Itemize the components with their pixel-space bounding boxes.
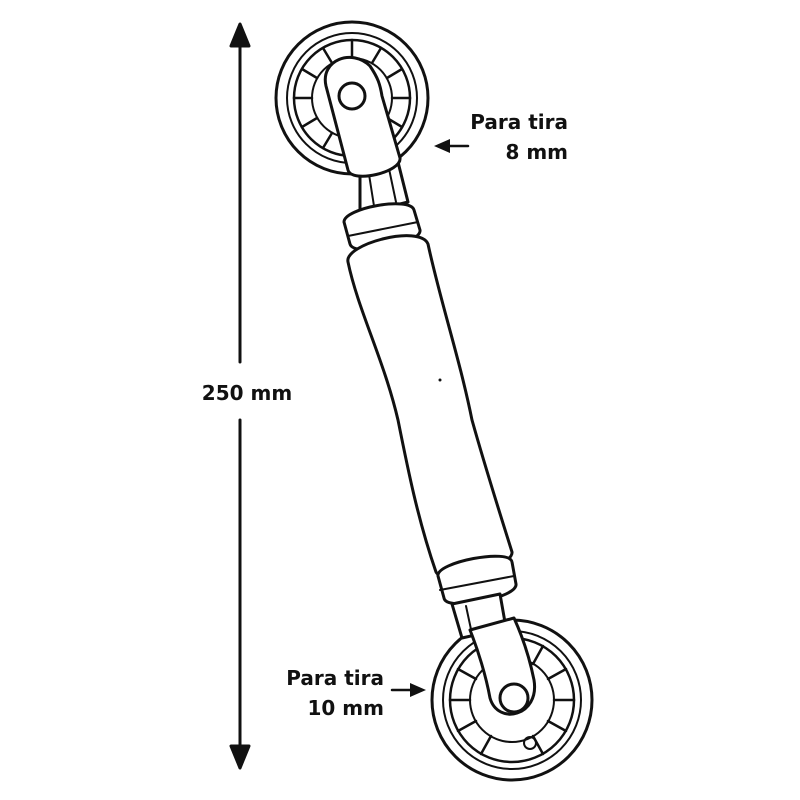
top-fork bbox=[323, 55, 402, 178]
arrow-right-icon bbox=[410, 683, 426, 697]
bottom-fork bbox=[468, 616, 537, 716]
length-dimension-label: 250 mm bbox=[201, 381, 293, 405]
top-wheel-label-line1: Para tira bbox=[470, 110, 568, 134]
top-wheel-label-line2: 8 mm bbox=[505, 140, 568, 164]
bottom-wheel-label-line1: Para tira bbox=[286, 666, 384, 690]
arrowhead-up-icon bbox=[229, 22, 251, 48]
dimension-line bbox=[229, 22, 251, 770]
bottom-pointer-arrow bbox=[390, 683, 426, 697]
handle bbox=[346, 234, 514, 580]
top-pointer-arrow bbox=[434, 139, 470, 153]
bottom-wheel-label-line2: 10 mm bbox=[307, 696, 384, 720]
arrowhead-down-icon bbox=[229, 744, 251, 770]
arrow-left-icon bbox=[434, 139, 450, 153]
